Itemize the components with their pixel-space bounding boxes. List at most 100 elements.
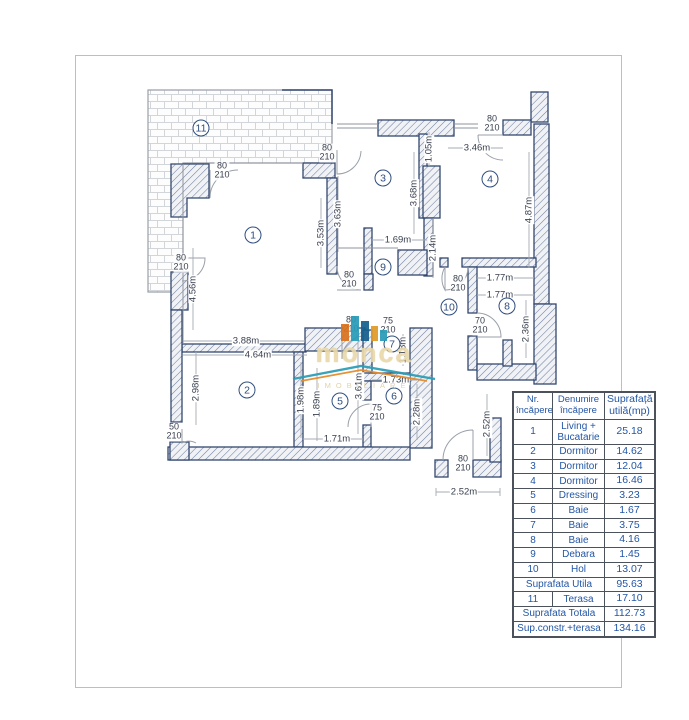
watermark-logo-icon [340,314,388,341]
room-nr: 5 [512,488,553,504]
room-name: Living + Bucatarie [552,418,605,445]
summary-label: Sup.constr.+terasa [512,620,605,638]
room-name: Baie [552,502,605,519]
room-name: Dormitor [552,458,605,475]
dimension-label: 2.52m [481,409,493,439]
room-number-badge: 4 [481,170,499,188]
room-number-badge: 11 [192,119,210,137]
room-number-badge: 3 [374,169,392,187]
table-header: Nr. încăpere [512,391,553,420]
terrace-area [147,89,333,293]
room-number-badge: 8 [498,297,516,315]
dimension-label: 1.69m [383,234,413,246]
walls [167,91,557,478]
room-area: 1.67 [604,502,656,519]
dimension-label: 1.73m [381,374,411,386]
room-nr: 8 [512,532,553,549]
watermark-swoosh-icon [292,365,436,383]
room-area: 3.75 [604,517,656,534]
room-nr: 10 [512,561,553,578]
room-number-badge: 7 [383,335,401,353]
room-area: 1.45 [604,547,656,563]
dimension-label: 2.36m [520,314,532,344]
dimension-label: 4.56m [187,274,199,304]
room-name: Hol [552,561,605,578]
summary-label: Suprafata Totala [512,606,605,622]
room-name: Terasa [552,591,605,608]
room-nr: 11 [512,591,553,608]
watermark: monca IMOBILIARE [288,314,440,390]
dimension-label: 3.46m [462,142,492,154]
dimension-label: 3.63m [332,199,344,229]
dimension-label: 2.98m [190,373,202,403]
dimension-label: 3.53m [315,218,327,248]
dimension-label: 2.28m [411,397,423,427]
room-number-badge: 2 [238,381,256,399]
dimension-label: 3.88m [231,335,261,347]
room-number-badge: 6 [385,387,403,405]
room-number-badge: 9 [374,258,392,276]
table-header: Suprafață utilă(mp) [604,391,656,420]
summary-label: Suprafata Utila [512,576,605,593]
summary-area: 134.16 [604,620,656,638]
sheet-border [75,55,622,688]
dimension-label: 1.71m [322,433,352,445]
dimension-label: 1.05m [423,134,435,164]
watermark-subtitle: IMOBILIARE [317,381,411,391]
room-nr: 9 [512,547,553,563]
room-nr: 2 [512,443,553,460]
room-name: Baie [552,517,605,534]
dimension-label: 2.52m [449,486,479,498]
room-area: 12.04 [604,458,656,475]
room-name: Baie [552,532,605,549]
room-number-badge: 10 [440,298,458,316]
room-name: Dormitor [552,443,605,460]
dimension-label: 1.89m [311,389,323,419]
room-area: 3.23 [604,488,656,504]
dimension-label: 4.87m [523,195,535,225]
dimension-label: 1.77m [485,289,515,301]
room-nr: 7 [512,517,553,534]
table-header: Denumire încăpere [552,391,605,420]
room-nr: 1 [512,418,553,445]
room-area: 13.07 [604,561,656,578]
dimension-label: 3.68m [408,178,420,208]
dimension-label: 4.64m [243,349,273,361]
room-number-badge: 1 [244,226,262,244]
room-area: 14.62 [604,443,656,460]
dimension-label: 1.77m [485,272,515,284]
summary-area: 95.63 [604,576,656,593]
room-area: 17.10 [604,591,656,608]
room-nr: 4 [512,473,553,490]
dimension-label: 2.14m [427,233,439,263]
